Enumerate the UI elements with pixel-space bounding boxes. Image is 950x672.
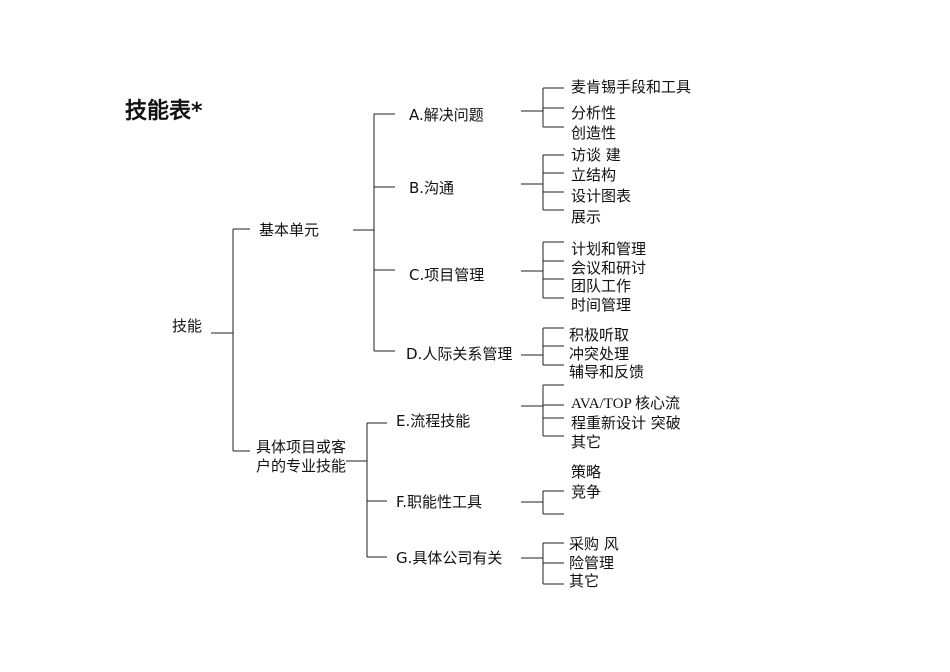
item-c1: 计划和管理 — [571, 240, 647, 258]
item-d2: 冲突处理 — [569, 345, 630, 363]
root-node: 技能 — [172, 317, 203, 335]
item-e1: AVA/TOP 核心流 — [571, 396, 681, 412]
item-d1: 积极听取 — [569, 326, 630, 344]
item-c3: 团队工作 — [571, 277, 632, 295]
category-f: F.职能性工具 — [396, 493, 482, 511]
item-f2: 竞争 — [571, 483, 602, 501]
category-b: B.沟通 — [409, 179, 455, 197]
item-e3: 其它 — [571, 433, 602, 451]
category-d: D.人际关系管理 — [406, 345, 513, 363]
item-g1: 采购 风 — [569, 535, 619, 553]
item-d3: 辅导和反馈 — [569, 363, 645, 381]
group-client-specific-skills: 具体项目或客户的专业技能 — [256, 438, 347, 475]
item-c2: 会议和研讨 — [571, 259, 647, 277]
category-e: E.流程技能 — [396, 412, 471, 430]
item-a2: 分析性 — [571, 104, 617, 122]
item-b4: 展示 — [571, 208, 602, 226]
item-e2: 程重新设计 突破 — [571, 414, 681, 432]
category-g: G.具体公司有关 — [396, 549, 503, 567]
item-b1: 访谈 建 — [571, 146, 621, 164]
group-basic-units: 基本单元 — [259, 221, 320, 239]
category-c: C.项目管理 — [409, 266, 485, 284]
item-b3: 设计图表 — [571, 187, 632, 205]
item-a3: 创造性 — [571, 124, 617, 142]
page-title: 技能表* — [125, 99, 203, 124]
item-b2: 立结构 — [571, 166, 617, 184]
category-a: A.解决问题 — [409, 106, 484, 124]
item-a1: 麦肯锡手段和工具 — [571, 78, 692, 96]
item-g3: 其它 — [569, 572, 600, 590]
item-f1: 策略 — [571, 463, 602, 481]
item-c4: 时间管理 — [571, 296, 632, 314]
item-g2: 险管理 — [569, 554, 615, 572]
